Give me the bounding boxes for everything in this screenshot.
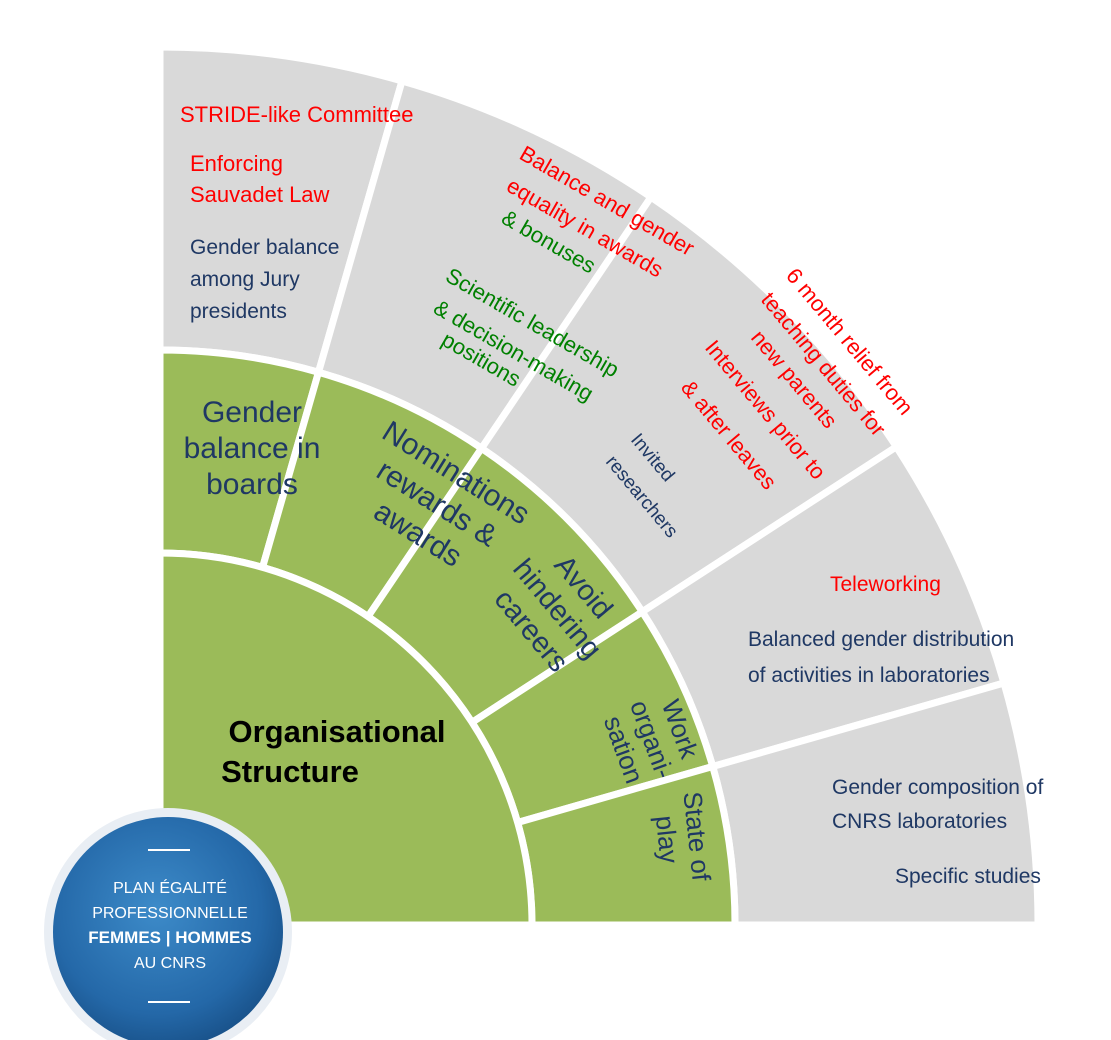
badge-line-1: PLAN ÉGALITÉ [113,878,227,897]
core-quarter-disc [156,549,536,929]
badge-disc [53,817,283,1040]
fan-wedges [156,43,1042,929]
core-title-line1: Organisational [228,714,445,749]
core-sector: Organisational Structure [156,549,536,929]
badge-line-3: FEMMES | HOMMES [88,928,251,947]
sector-label-boards-line-3: boards [206,468,298,501]
item-boards-3: Sauvadet Law [190,182,330,207]
item-work-1: Teleworking [830,573,941,596]
item-boards-6: presidents [190,300,287,323]
item-boards-4: Gender balance [190,236,339,259]
item-boards-1: STRIDE-like Committee [180,102,413,127]
badge-line-2: PROFESSIONNELLE [92,905,248,922]
sector-label-state-line-2: play [650,814,685,865]
plan-egalite-badge: PLAN ÉGALITÉ PROFESSIONNELLE FEMMES | HO… [44,808,292,1040]
item-state-3: Specific studies [895,865,1041,888]
item-work-2: Balanced gender distribution [748,628,1014,651]
item-boards-5: among Jury [190,268,300,291]
sector-label-boards-line-2: balance in [184,432,321,465]
sector-label-boards-line-1: Gender [202,396,302,429]
core-title-line2: Structure [221,754,359,789]
item-work-3: of activities in laboratories [748,664,990,687]
item-state-2: CNRS laboratories [832,810,1007,833]
item-boards-2: Enforcing [190,151,283,176]
badge-line-4: AU CNRS [134,955,206,972]
item-state-1: Gender composition of [832,776,1043,799]
